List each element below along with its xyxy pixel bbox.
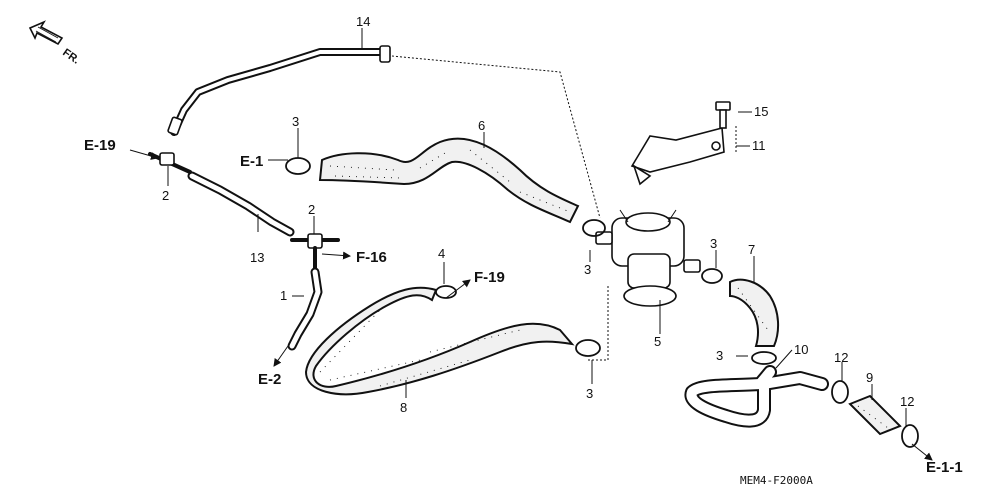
reference-e-19: E-19: [84, 137, 116, 154]
joint-2-upper: [148, 152, 192, 174]
part-number-12-right: 12: [900, 394, 914, 409]
part-number-10: 10: [794, 342, 808, 357]
clamp-3-valve-top: [582, 219, 606, 237]
clamp-12-left: [831, 380, 849, 404]
reference-e-1-1: E-1-1: [926, 459, 963, 476]
hose-10: [684, 365, 829, 428]
clamp-3-lower: [575, 339, 601, 357]
part-number-14: 14: [356, 14, 370, 29]
reference-f-19: F-19: [474, 269, 505, 286]
part-number-3-hose7: 3: [716, 348, 723, 363]
clamp-3-valve-right: [701, 268, 723, 284]
part-number-15: 15: [754, 104, 768, 119]
tube-13: [187, 171, 295, 237]
part-number-2-tee: 2: [308, 202, 315, 217]
part-number-2-upper: 2: [162, 188, 169, 203]
front-direction-icon: [28, 20, 64, 46]
part-number-5: 5: [654, 334, 661, 349]
part-number-12-left: 12: [834, 350, 848, 365]
reference-e-2: E-2: [258, 371, 281, 388]
part-number-13: 13: [250, 250, 264, 265]
drawing-code: MEM4-F2000A: [740, 474, 813, 487]
part-number-6: 6: [478, 118, 485, 133]
hose-8: [304, 286, 575, 396]
hose-6: [318, 137, 580, 224]
tube-1: [287, 267, 323, 351]
reference-e-1: E-1: [240, 153, 263, 170]
part-number-3-valve: 3: [584, 262, 591, 277]
part-number-11: 11: [752, 138, 766, 153]
clamp-3-hose7: [751, 351, 777, 365]
tube-14-end: [167, 116, 183, 136]
clamp-3-upper: [285, 150, 311, 175]
valve-5: [595, 209, 701, 307]
part-number-8: 8: [400, 400, 407, 415]
part-number-3-right: 3: [710, 236, 717, 251]
reference-f-16: F-16: [356, 249, 387, 266]
clamp-4: [435, 285, 457, 299]
hose-9: [848, 394, 902, 436]
clamp-12-right: [901, 424, 919, 448]
part-number-1: 1: [280, 288, 287, 303]
part-number-9: 9: [866, 370, 873, 385]
bolt-15: [715, 101, 731, 129]
tube-14: [170, 48, 390, 136]
part-number-7: 7: [748, 242, 755, 257]
tube-14-fitting: [379, 45, 391, 63]
part-number-3-lower: 3: [586, 386, 593, 401]
hose-7: [729, 278, 780, 347]
part-number-3-upper: 3: [292, 114, 299, 129]
part-number-4: 4: [438, 246, 445, 261]
bracket-11: [630, 126, 725, 186]
joint-2-tee: [290, 233, 340, 270]
front-direction-label: FR.: [60, 47, 81, 67]
